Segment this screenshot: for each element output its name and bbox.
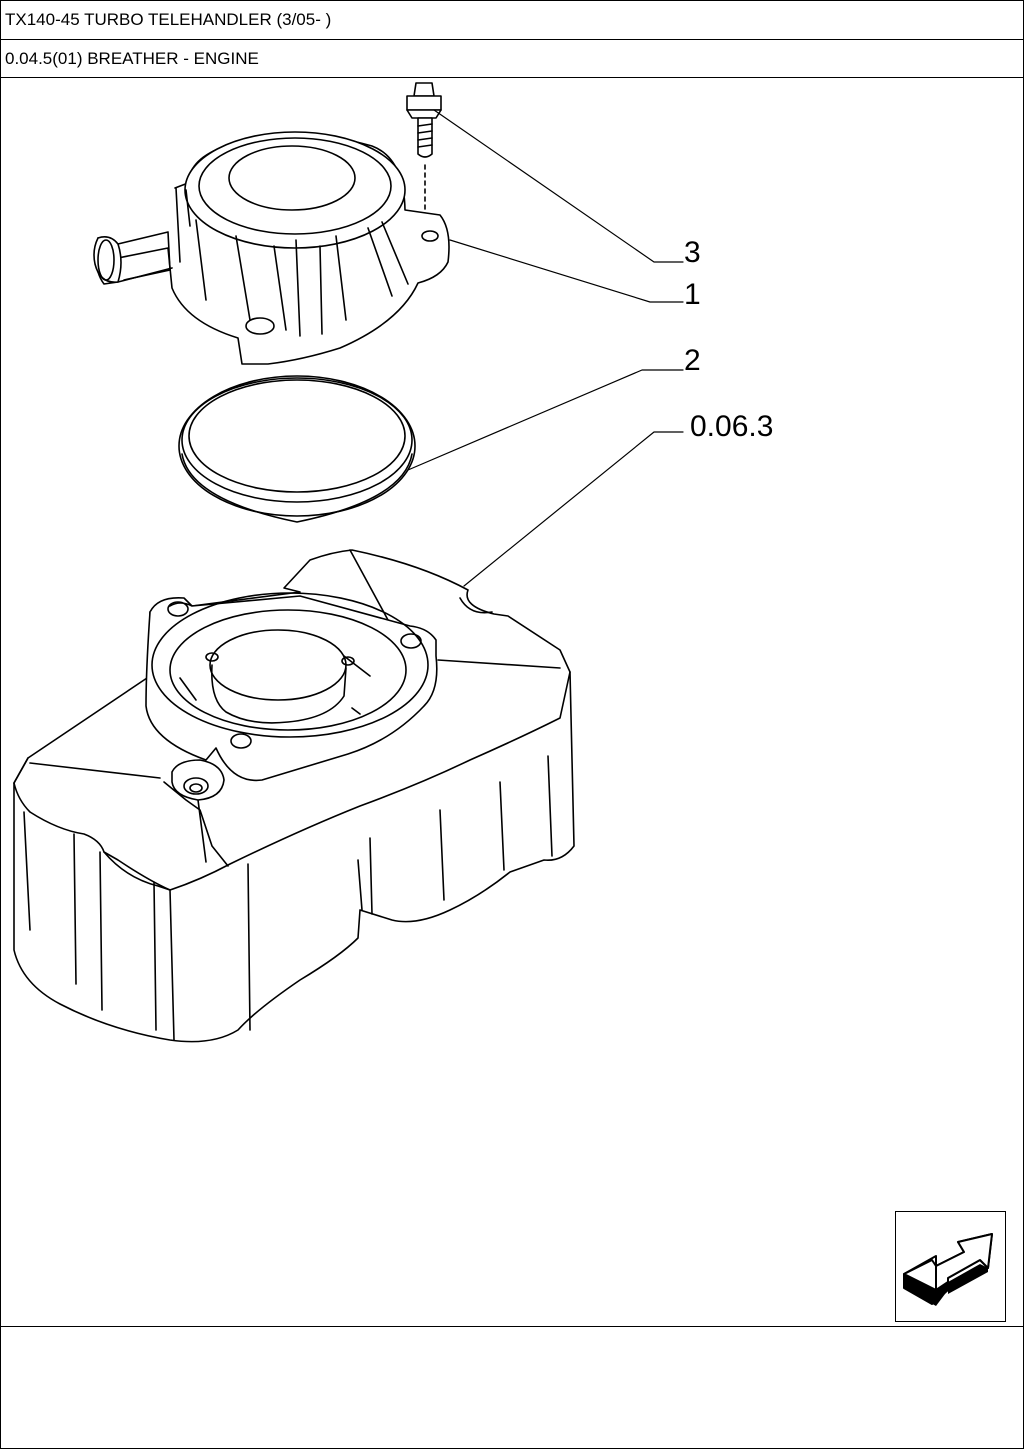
header-divider <box>0 39 1024 40</box>
header-divider <box>0 77 1024 78</box>
next-page-button[interactable] <box>895 1211 1006 1322</box>
callout-2: 2 <box>684 344 701 377</box>
next-page-arrow-icon <box>903 1233 993 1306</box>
footer-divider <box>0 1326 1024 1327</box>
parts-diagram: 3 1 2 0.06.3 <box>13 82 773 1043</box>
callout-1: 1 <box>684 278 701 311</box>
page-title: TX140-45 TURBO TELEHANDLER (3/05- ) <box>5 10 332 29</box>
breather-cover-part <box>93 131 450 365</box>
bolt-part <box>406 82 442 226</box>
leader-lines <box>407 109 684 587</box>
valve-cover-part <box>13 549 575 1043</box>
section-title: 0.04.5(01) BREATHER - ENGINE <box>5 49 259 68</box>
callout-0-06-3: 0.06.3 <box>690 410 773 443</box>
callout-3: 3 <box>684 236 701 269</box>
seal-ring-part <box>178 375 416 523</box>
